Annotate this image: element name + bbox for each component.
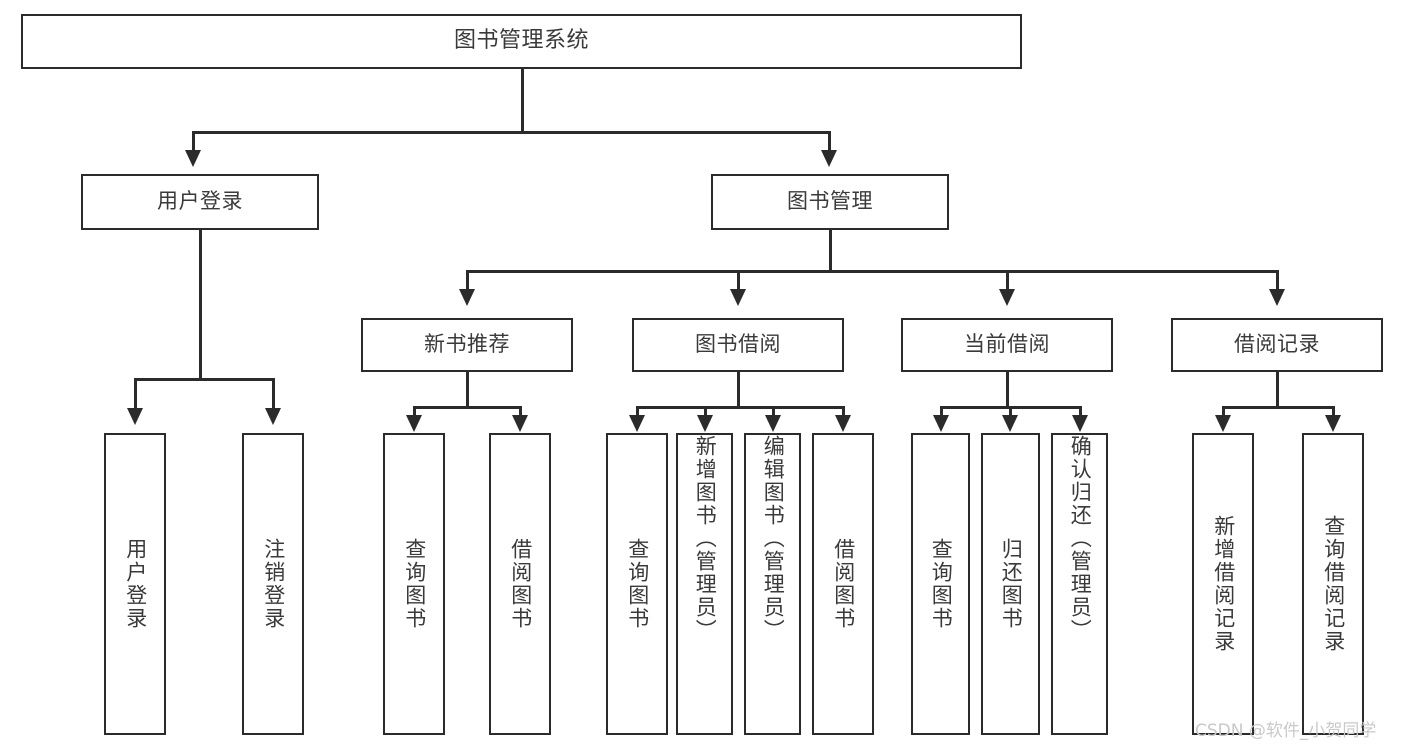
node-label: 查询图书	[625, 538, 650, 630]
connector-book-borrow-drop-3	[772, 406, 775, 420]
connector-borrow-record-drop-1	[1222, 406, 1225, 420]
node-label: 借阅图书	[508, 538, 533, 630]
connector-root-bus	[192, 131, 830, 134]
connector-borrow-record-bus	[1222, 406, 1334, 409]
arrow-to-leaf-add-book	[697, 415, 713, 432]
connector-user-login-bus	[134, 378, 274, 381]
arrow-to-leaf-borrow-book-1	[512, 415, 528, 432]
leaf-confirm-return[interactable]: 确认归还（管理员）	[1051, 433, 1108, 735]
connector-user-login-drop-2	[272, 378, 275, 410]
node-label: 借阅图书	[831, 538, 856, 630]
connector-root-to-user-login	[192, 131, 195, 153]
leaf-user-login[interactable]: 用户登录	[104, 433, 166, 735]
arrow-to-current-borrow	[999, 289, 1015, 306]
connector-user-login-drop-1	[134, 378, 137, 410]
node-new-book-rec[interactable]: 新书推荐	[361, 318, 573, 372]
node-label: 借阅记录	[1234, 332, 1320, 357]
connector-root-to-book-manage	[828, 131, 831, 153]
leaf-query-book-1[interactable]: 查询图书	[383, 433, 445, 735]
arrow-root-to-book-manage	[821, 150, 837, 167]
node-label: 查询借阅记录	[1321, 515, 1346, 653]
arrow-to-borrow-record	[1269, 289, 1285, 306]
node-label: 图书管理	[787, 189, 873, 214]
arrow-to-book-borrow	[730, 289, 746, 306]
leaf-add-book[interactable]: 新增图书（管理员）	[676, 433, 733, 735]
leaf-edit-book[interactable]: 编辑图书（管理员）	[744, 433, 801, 735]
connector-book-manage-drop-3	[1006, 270, 1009, 292]
leaf-add-record[interactable]: 新增借阅记录	[1192, 433, 1254, 735]
connector-current-borrow-drop-1	[940, 406, 943, 420]
node-label: 归还图书	[999, 538, 1024, 630]
arrow-to-leaf-borrow-book-2	[835, 415, 851, 432]
connector-new-book-rec-drop-1	[413, 406, 416, 420]
arrow-to-new-book-rec	[459, 289, 475, 306]
node-label: 新书推荐	[424, 332, 510, 357]
arrow-to-leaf-query-book-1	[406, 415, 422, 432]
connector-borrow-record-stem	[1276, 372, 1279, 408]
connector-book-borrow-bus	[636, 406, 844, 409]
connector-book-manage-bus	[466, 270, 1278, 273]
leaf-query-book-3[interactable]: 查询图书	[911, 433, 970, 735]
connector-book-borrow-drop-2	[704, 406, 707, 420]
arrow-to-leaf-logout	[265, 408, 281, 425]
node-label: 图书借阅	[695, 332, 781, 357]
connector-current-borrow-drop-3	[1079, 406, 1082, 420]
leaf-query-record[interactable]: 查询借阅记录	[1302, 433, 1364, 735]
node-label: 注销登录	[261, 538, 286, 630]
node-current-borrow[interactable]: 当前借阅	[901, 318, 1113, 372]
connector-current-borrow-stem	[1006, 372, 1009, 408]
node-root-system[interactable]: 图书管理系统	[21, 14, 1022, 69]
node-label: 确认归还（管理员）	[1068, 435, 1093, 642]
node-label: 编辑图书（管理员）	[761, 435, 786, 642]
connector-current-borrow-drop-2	[1009, 406, 1012, 420]
arrow-to-leaf-edit-book	[765, 415, 781, 432]
arrow-to-leaf-user-login	[127, 408, 143, 425]
node-label: 当前借阅	[964, 332, 1050, 357]
connector-book-manage-drop-4	[1276, 270, 1279, 292]
arrow-to-leaf-return-book	[1002, 415, 1018, 432]
arrow-root-to-user-login	[185, 150, 201, 167]
arrow-to-leaf-confirm-return	[1072, 415, 1088, 432]
connector-borrow-record-drop-2	[1332, 406, 1335, 420]
leaf-query-book-2[interactable]: 查询图书	[606, 433, 668, 735]
arrow-to-leaf-add-record	[1215, 415, 1231, 432]
node-book-manage[interactable]: 图书管理	[711, 174, 949, 230]
node-label: 查询图书	[402, 538, 427, 630]
node-label: 图书管理系统	[453, 28, 589, 54]
connector-book-borrow-drop-1	[636, 406, 639, 420]
node-borrow-record[interactable]: 借阅记录	[1171, 318, 1383, 372]
node-label: 新增借阅记录	[1211, 515, 1236, 653]
connector-user-login-stem	[199, 230, 202, 380]
connector-book-manage-drop-1	[466, 270, 469, 292]
leaf-borrow-book-1[interactable]: 借阅图书	[489, 433, 551, 735]
node-user-login[interactable]: 用户登录	[81, 174, 319, 230]
leaf-return-book[interactable]: 归还图书	[981, 433, 1040, 735]
connector-new-book-rec-stem	[466, 372, 469, 408]
connector-root-stem	[521, 69, 524, 131]
node-label: 用户登录	[123, 538, 148, 630]
node-label: 用户登录	[157, 189, 243, 214]
arrow-to-leaf-query-book-2	[629, 415, 645, 432]
connector-book-manage-stem	[829, 230, 832, 272]
leaf-logout[interactable]: 注销登录	[242, 433, 304, 735]
node-book-borrow[interactable]: 图书借阅	[632, 318, 844, 372]
connector-book-borrow-drop-4	[842, 406, 845, 420]
leaf-borrow-book-2[interactable]: 借阅图书	[812, 433, 874, 735]
node-label: 查询图书	[929, 538, 954, 630]
csdn-watermark: CSDN @软件_小贺同学	[1195, 721, 1377, 741]
arrow-to-leaf-query-book-3	[933, 415, 949, 432]
connector-new-book-rec-bus	[413, 406, 521, 409]
connector-book-borrow-stem	[737, 372, 740, 408]
connector-book-manage-drop-2	[737, 270, 740, 292]
arrow-to-leaf-query-record	[1325, 415, 1341, 432]
connector-new-book-rec-drop-2	[519, 406, 522, 420]
node-label: 新增图书（管理员）	[693, 435, 718, 642]
